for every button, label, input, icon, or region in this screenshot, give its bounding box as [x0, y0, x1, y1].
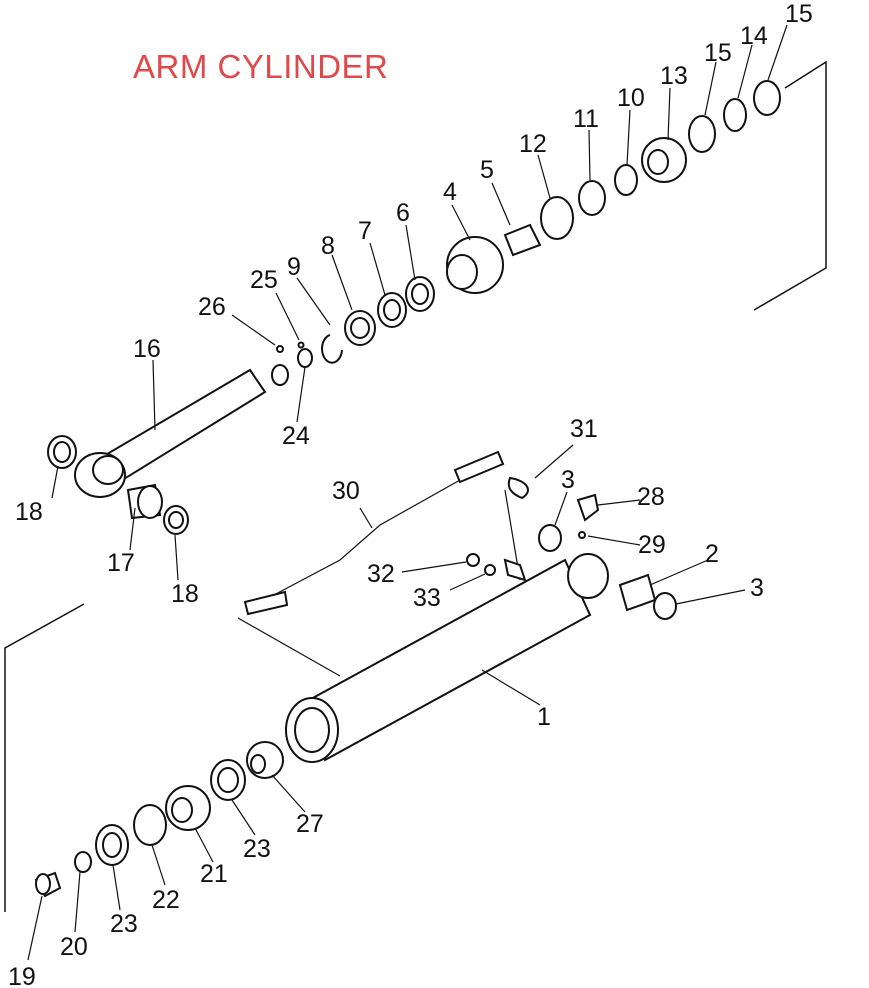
callout-23-lower: 23 — [110, 910, 138, 938]
callout-17: 17 — [107, 549, 135, 577]
snap-ring-9 — [321, 334, 343, 364]
callout-12: 12 — [519, 130, 547, 158]
callout-7: 7 — [358, 217, 372, 245]
callout-9: 9 — [287, 253, 301, 281]
callout-4: 4 — [443, 178, 457, 206]
callout-27: 27 — [296, 810, 324, 838]
callout-28: 28 — [637, 483, 665, 511]
clamp-31 — [507, 476, 529, 500]
callout-21: 21 — [200, 860, 228, 888]
leader-lines — [27, 24, 788, 961]
callout-18-right: 18 — [171, 580, 199, 608]
pipe-30 — [254, 479, 461, 606]
rod-end-thread — [271, 364, 289, 386]
seal-3-right — [653, 592, 677, 620]
callout-33: 33 — [413, 584, 441, 612]
callout-25: 25 — [250, 266, 278, 294]
ring-15-b — [753, 80, 781, 116]
callout-labels: 1 2 3 3 4 5 6 7 8 9 10 11 12 13 14 15 15… — [8, 0, 813, 988]
ring-20 — [74, 851, 92, 873]
callout-8: 8 — [321, 232, 335, 260]
callout-10: 10 — [617, 84, 645, 112]
callout-23-upper: 23 — [243, 835, 271, 863]
callout-16: 16 — [133, 335, 161, 363]
tube-eye — [567, 553, 609, 599]
callout-30: 30 — [332, 477, 360, 505]
callout-22: 22 — [152, 886, 180, 914]
ring-10 — [614, 164, 638, 196]
callout-11: 11 — [573, 105, 599, 133]
piston-parts-lower — [34, 741, 284, 898]
callout-24: 24 — [282, 422, 310, 450]
part-29 — [578, 531, 586, 539]
callout-2: 2 — [705, 540, 719, 568]
lower-bracket — [4, 603, 85, 912]
ring-22 — [133, 804, 167, 846]
callout-1: 1 — [537, 703, 551, 731]
callout-20: 20 — [60, 933, 88, 961]
callout-6: 6 — [396, 199, 410, 227]
ring-14 — [723, 98, 747, 132]
pipe-fitting-bottom — [243, 590, 289, 616]
callout-13: 13 — [660, 62, 688, 90]
o-ring-12 — [540, 196, 574, 240]
callout-31: 31 — [570, 415, 598, 443]
piston-rod-assembly — [47, 80, 781, 535]
pipe-fitting-top — [453, 450, 505, 484]
callout-3-top: 3 — [561, 466, 575, 494]
callout-3-right: 3 — [750, 574, 764, 602]
callout-32: 32 — [367, 560, 395, 588]
ring-15-a — [688, 115, 716, 153]
nut-32 — [466, 553, 480, 567]
callout-18-left: 18 — [15, 498, 43, 526]
part-26 — [276, 345, 284, 353]
callout-19: 19 — [8, 963, 36, 988]
fitting-28 — [576, 493, 600, 522]
spacer-24 — [297, 348, 313, 368]
seal-3-top — [538, 524, 562, 552]
washer-33 — [484, 564, 496, 576]
bushing-5 — [503, 223, 542, 257]
ring-11 — [578, 180, 606, 216]
cylinder-tube-assembly — [237, 450, 677, 763]
callout-15-mid: 15 — [704, 39, 732, 67]
callout-15-top: 15 — [785, 0, 813, 28]
callout-29: 29 — [638, 531, 666, 559]
part-25 — [297, 341, 305, 349]
bushing-2 — [618, 573, 657, 612]
callout-5: 5 — [480, 156, 494, 184]
diagram-title: ARM CYLINDER — [133, 48, 389, 85]
callout-14: 14 — [740, 22, 768, 50]
callout-26: 26 — [198, 293, 226, 321]
upper-bracket — [753, 60, 827, 311]
